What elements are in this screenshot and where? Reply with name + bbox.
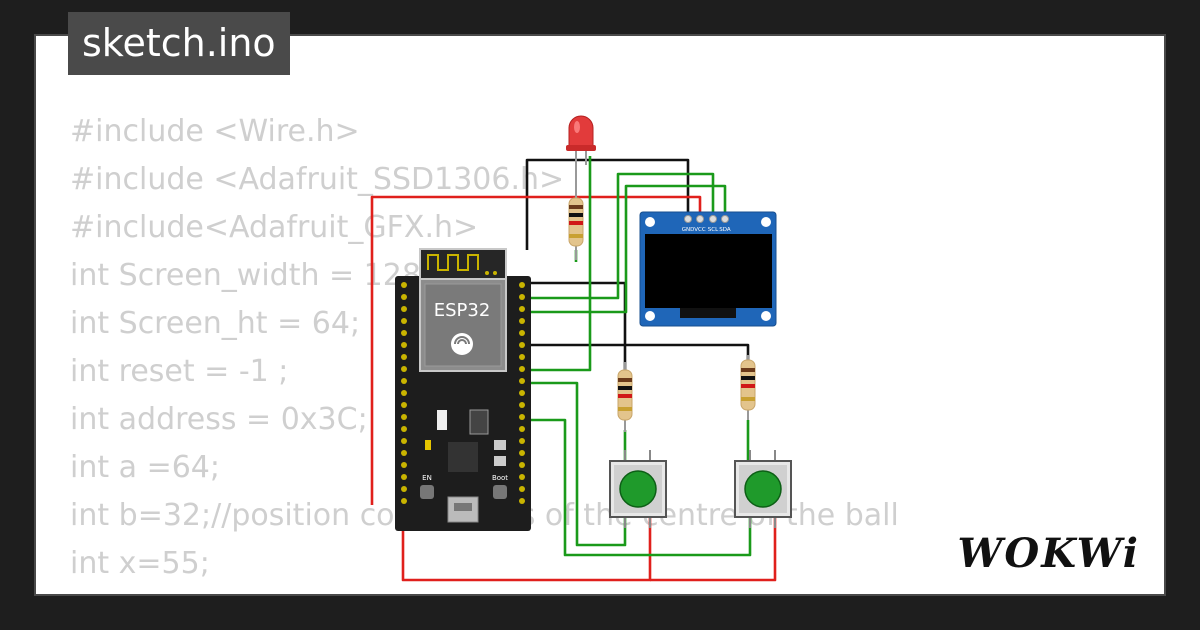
pushbutton-1[interactable] [609, 450, 667, 528]
pushbutton-2[interactable] [734, 450, 792, 528]
wire-vcc-oled [370, 195, 702, 505]
wire-led [525, 156, 592, 372]
oled-pin-gnd: GND [682, 227, 695, 233]
wire-gnd-btn1 [525, 281, 627, 372]
code-line: #include <Adafruit_SSD1306.h> [70, 162, 565, 197]
code-line: int reset = -1 ; [70, 354, 289, 389]
oled-pin-sda: SDA [719, 227, 731, 233]
code-line: int a =64; [70, 450, 220, 485]
code-line: int Screen_ht = 64; [70, 306, 361, 341]
sketch-preview-card: #include <Wire.h> #include <Adafruit_SSD… [34, 34, 1166, 596]
en-button-label: EN [422, 474, 432, 482]
resistor-button-1[interactable] [617, 362, 633, 432]
wire-vcc-btn1 [401, 510, 652, 582]
led[interactable] [566, 115, 596, 196]
wire-vcc-btn2 [650, 518, 777, 582]
oled-pin-scl: SCL [708, 227, 719, 233]
oled-display[interactable]: GND VCC SCL SDA [639, 211, 777, 327]
esp32-label: ESP32 [434, 300, 491, 321]
filename-tab[interactable]: sketch.ino [68, 12, 290, 75]
resistor-led[interactable] [568, 190, 584, 260]
wire-btn1-sig [525, 381, 627, 547]
wire-btn2-sig [525, 418, 752, 557]
esp32-board[interactable]: ESP32 EN Boot [395, 248, 531, 531]
wire-gnd-oled [525, 158, 690, 250]
boot-button-label: Boot [492, 474, 508, 482]
code-line: #include <Wire.h> [70, 114, 360, 149]
wire-scl [525, 172, 715, 300]
code-line: int address = 0x3C; [70, 402, 368, 437]
resistor-button-2[interactable] [740, 355, 756, 420]
wire-sda [525, 184, 727, 314]
wokwi-logo: WOKWi [957, 530, 1140, 577]
wire-gnd-btn2 [525, 343, 750, 362]
code-line: #include<Adafruit_GFX.h> [70, 210, 479, 245]
oled-pin-vcc: VCC [694, 227, 706, 233]
code-line: int x=55; [70, 546, 210, 581]
